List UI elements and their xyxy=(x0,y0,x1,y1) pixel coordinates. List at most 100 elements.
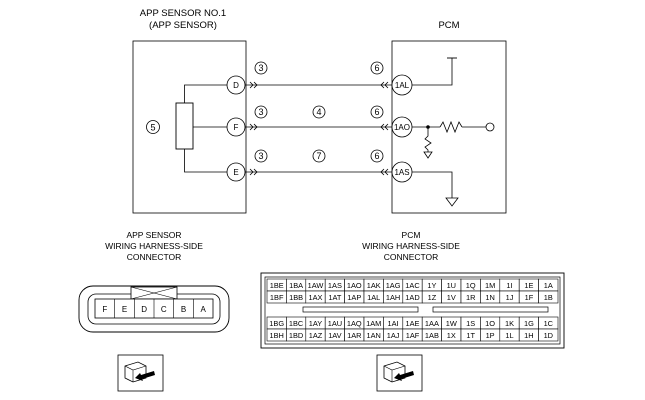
app-pin-f: F xyxy=(234,123,239,132)
app-connector-pin-b: B xyxy=(181,305,186,314)
wire-3-left-callout-circle xyxy=(254,149,268,163)
wire-3-mid-callout: 7 xyxy=(316,151,321,161)
wire-3-right-callout-circle xyxy=(370,149,384,163)
pcm-pin-label: 1L xyxy=(505,331,513,340)
wire-3-connector-left xyxy=(249,168,258,176)
pcm-view-icon-arrow xyxy=(394,371,414,381)
pcm-ground-symbol xyxy=(445,197,459,207)
pcm-pin-label: 1Z xyxy=(428,293,437,302)
pcm-pin-label: 1F xyxy=(525,293,534,302)
app-pin-e: E xyxy=(233,168,238,177)
pcm-pin-label: 1AG xyxy=(386,281,401,290)
pcm-pin-label: 1AP xyxy=(347,293,361,302)
pcm-pin-label: 1BE xyxy=(270,281,284,290)
pcm-pin-label: 1BF xyxy=(270,293,284,302)
app-connector-title-line2: WIRING HARNESS-SIDE xyxy=(105,241,203,251)
pcm-pin-label: 1AX xyxy=(309,293,323,302)
harness-wire-2: 3 4 6 xyxy=(245,105,392,131)
wire-1-connector-right xyxy=(380,81,389,89)
app-connector-title-line1: APP SENSOR xyxy=(126,230,181,240)
pcm-pin-label: 1U xyxy=(447,281,456,290)
pcm-pin-label: 1A xyxy=(544,281,553,290)
callout-5: 5 xyxy=(150,123,155,133)
app-sensor-title-line1: APP SENSOR NO.1 xyxy=(140,8,226,19)
app-connector-pin-f: F xyxy=(102,305,107,314)
pcm-pin-label: 1M xyxy=(485,281,495,290)
wire-2-mid-callout-circle xyxy=(312,105,326,119)
pcm-pin-1al: 1AL xyxy=(395,81,410,90)
pcm-connector-title-line3: CONNECTOR xyxy=(384,252,439,262)
wire-3-left-callout: 3 xyxy=(258,151,263,161)
pcm-pin-label: 1AH xyxy=(386,293,400,302)
pcm-pin-label: 1AS xyxy=(328,281,342,290)
pcm-pin-label: 1E xyxy=(524,281,533,290)
pcm-pin-cell xyxy=(538,290,559,304)
pcm-pin-label: 1AT xyxy=(328,293,341,302)
pcm-pin-label: 1K xyxy=(505,319,514,328)
wire-3-connector-right xyxy=(380,168,389,176)
app-connector-title-line3: CONNECTOR xyxy=(127,252,182,262)
pcm-pin-label: 1AA xyxy=(425,319,439,328)
pcm-pin-label: 1Q xyxy=(466,281,476,290)
pcm-pin-label: 1G xyxy=(524,319,534,328)
pcm-pin-label: 1AN xyxy=(367,331,381,340)
pcm-pin-label: 1AE xyxy=(406,319,420,328)
pcm-pin-label: 1BB xyxy=(289,293,303,302)
pcm-title: PCM xyxy=(438,20,459,31)
pcm-ground-line xyxy=(412,171,453,198)
pcm-pin-label: 1H xyxy=(524,331,533,340)
harness-wire-3: 3 7 6 xyxy=(245,149,392,176)
pcm-pulldown-ground xyxy=(423,151,433,159)
wire-1-right-callout-circle xyxy=(370,61,384,75)
app-connector-pin-c: C xyxy=(161,305,167,314)
pcm-pin-label: 1AR xyxy=(347,331,361,340)
pcm-pin-label: 1W xyxy=(446,319,457,328)
app-view-icon-plug-edges xyxy=(124,365,147,382)
pcm-pin-label: 1AV xyxy=(328,331,341,340)
pcm-pin-label: 1BD xyxy=(289,331,303,340)
pcm-pin-label: 1C xyxy=(544,319,554,328)
pcm-connector-view-icon xyxy=(376,354,423,392)
app-connector-pin-a: A xyxy=(201,305,207,314)
pcm-vref-line xyxy=(412,58,453,86)
wire-1-left-callout: 3 xyxy=(258,63,263,73)
pcm-connector-title-line2: WIRING HARNESS-SIDE xyxy=(362,241,460,251)
app-connector-face: F E D C B A xyxy=(78,285,230,333)
pcm-pin-label: 1AO xyxy=(347,281,362,290)
pcm-pin-label: 1AZ xyxy=(309,331,323,340)
app-connector-latch-x2 xyxy=(130,286,178,300)
pcm-pin-label: 1AC xyxy=(405,281,420,290)
pcm-pin-label: 1BG xyxy=(269,319,284,328)
pcm-pin-label: 1BH xyxy=(270,331,284,340)
wire-2-right-callout-circle xyxy=(370,105,384,119)
pcm-pin-1as: 1AS xyxy=(394,168,409,177)
wire-2-connector-right xyxy=(380,123,389,131)
app-pin-d: D xyxy=(233,81,239,90)
wire-1-right-callout: 6 xyxy=(374,63,379,73)
app-connector-pin-e: E xyxy=(122,305,127,314)
harness-wire-1: 3 6 xyxy=(245,61,392,89)
pcm-view-icon-plug xyxy=(383,361,406,383)
pcm-input-terminal xyxy=(485,122,495,132)
wire-2-left-callout: 3 xyxy=(258,107,263,117)
pcm-connector-title-line1: PCM xyxy=(402,230,421,240)
pcm-connector-key-right xyxy=(432,306,549,313)
pcm-pin-label: 1S xyxy=(466,319,475,328)
pcm-pin-label: 1AD xyxy=(405,293,419,302)
app-view-icon-plug xyxy=(124,361,147,383)
pcm-pin-label: 1AI xyxy=(388,319,399,328)
wire-2-left-callout-circle xyxy=(254,105,268,119)
pcm-pin-label: 1J xyxy=(506,293,514,302)
pcm-view-icon-plug-edges xyxy=(383,365,406,382)
app-sensor-title-line2: (APP SENSOR) xyxy=(149,20,217,31)
pcm-pin-label: 1AB xyxy=(425,331,439,340)
pcm-pin-label: 1BA xyxy=(289,281,303,290)
pcm-connector-key-left xyxy=(302,306,419,313)
app-connector-view-icon xyxy=(117,354,164,392)
pcm-pin-label: 1AQ xyxy=(347,319,362,328)
callout-5-circle xyxy=(146,120,160,134)
pcm-pin-label: 1BC xyxy=(289,319,304,328)
